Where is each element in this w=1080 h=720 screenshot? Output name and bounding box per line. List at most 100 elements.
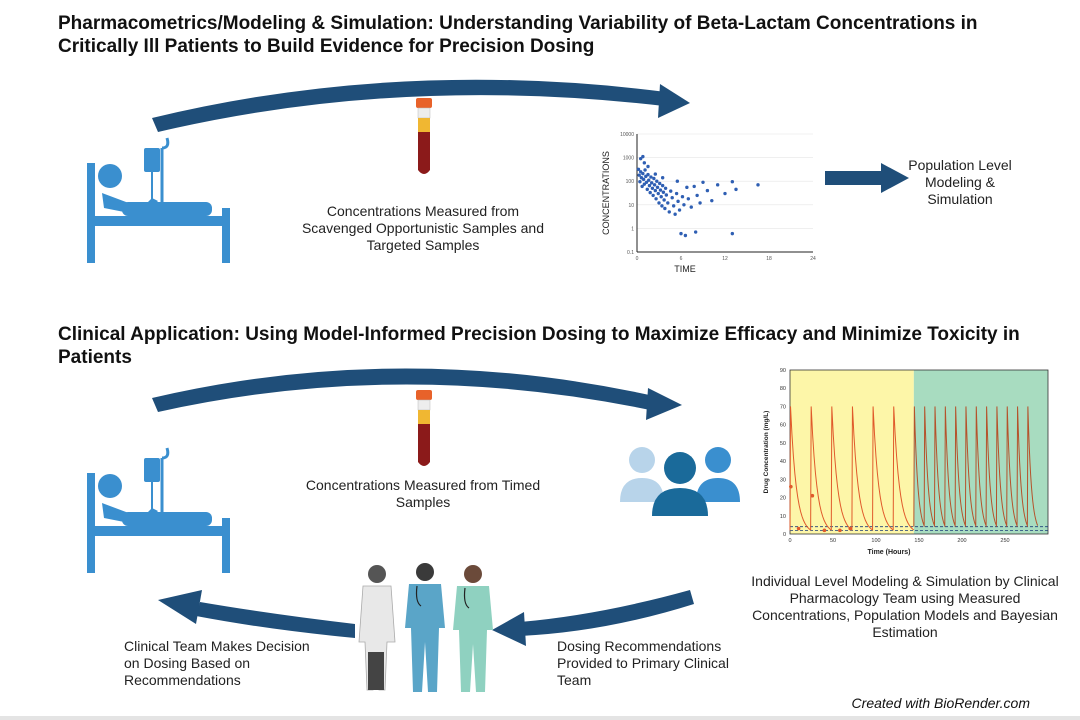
- scatter-point: [660, 176, 665, 180]
- line-ytick-label: 90: [780, 368, 786, 374]
- straight-arrow-body: [825, 171, 883, 185]
- scatter-point: [649, 175, 653, 179]
- scatter-point: [636, 167, 641, 171]
- scatter-point: [641, 154, 645, 159]
- scatter-point: [655, 185, 660, 190]
- scatter-point: [653, 172, 658, 176]
- line-xtick-label: 50: [830, 538, 836, 544]
- caption-scavenged-samples: Concentrations Measured from Scavenged O…: [301, 203, 545, 253]
- scatter-point: [658, 188, 663, 192]
- scatter-point: [675, 179, 680, 183]
- blood-tube-icon: [416, 98, 432, 174]
- scatter-point: [669, 189, 673, 193]
- line-xtick-label: 150: [914, 538, 923, 544]
- observed-concentration-point: [810, 493, 815, 498]
- scatter-point: [663, 186, 668, 191]
- curved-arrow-middle-head: [646, 388, 682, 420]
- scatter-point: [664, 193, 669, 197]
- scatter-point: [685, 185, 689, 190]
- scatter-point: [648, 190, 652, 195]
- observed-concentration-point: [822, 528, 827, 533]
- return-arrow-left-head: [158, 590, 202, 624]
- line-x-axis-label: Time (Hours): [867, 549, 910, 556]
- scatter-xtick-label: 6: [680, 256, 683, 262]
- scatter-point: [647, 183, 652, 188]
- observed-concentration-point: [838, 528, 842, 533]
- observed-concentration-point: [848, 526, 852, 531]
- scatter-point: [642, 161, 647, 165]
- line-ytick-label: 60: [780, 423, 786, 429]
- observed-concentration-point: [796, 526, 801, 531]
- scatter-xtick-label: 18: [766, 256, 772, 262]
- scatter-point: [647, 178, 651, 182]
- concentration-curve-phase1: [789, 406, 915, 531]
- scatter-point: [641, 177, 646, 182]
- patient-bed-icon: [87, 137, 230, 263]
- curved-arrow-top-head: [658, 84, 690, 118]
- scatter-point: [701, 180, 705, 184]
- scatter-point: [673, 212, 677, 216]
- patient-bed-icon-bottom: [87, 447, 230, 573]
- scatter-point: [652, 176, 656, 181]
- curved-arrow-middle-body: [152, 368, 654, 412]
- scatter-point: [689, 205, 693, 209]
- scatter-point: [660, 204, 664, 208]
- scatter-ytick-label: 10000: [620, 132, 634, 138]
- scatter-point: [680, 195, 685, 199]
- line-xtick-label: 100: [871, 538, 880, 544]
- scatter-point: [663, 206, 667, 211]
- blood-tube-icon-bottom: [416, 390, 432, 466]
- scatter-point: [705, 188, 710, 193]
- line-ytick-label: 70: [780, 404, 786, 410]
- scatter-ytick-label: 0.1: [627, 250, 634, 256]
- scatter-point: [730, 180, 735, 184]
- scatter-point: [661, 190, 666, 194]
- scatter-point: [638, 156, 643, 161]
- bottom-divider: [0, 716, 1080, 720]
- scatter-point: [667, 210, 671, 214]
- scatter-point: [652, 183, 657, 187]
- scatter-point: [710, 198, 714, 203]
- scatter-point: [646, 172, 650, 177]
- scatter-point: [682, 203, 686, 207]
- scatter-point: [653, 188, 658, 193]
- scatter-ytick-label: 1: [631, 226, 634, 232]
- scatter-point: [674, 191, 679, 196]
- scatter-ytick-label: 10: [628, 203, 634, 209]
- scatter-point: [734, 187, 738, 192]
- section-title-pharmacometrics: Pharmacometrics/Modeling & Simulation: U…: [58, 13, 978, 57]
- line-ytick-label: 80: [780, 386, 786, 392]
- line-ytick-label: 0: [783, 532, 786, 538]
- return-arrow-left-body: [196, 602, 355, 638]
- caption-dosing-recommendations: Dosing Recommendations Provided to Prima…: [557, 638, 729, 688]
- scatter-point: [676, 199, 680, 204]
- scatter-point: [670, 195, 674, 200]
- scatter-point: [666, 201, 670, 205]
- scatter-point: [640, 184, 644, 189]
- scatter-point: [645, 187, 649, 192]
- scatter-point: [656, 191, 660, 196]
- caption-population-modeling: Population Level Modeling & Simulation: [908, 157, 1012, 207]
- scatter-point: [660, 183, 665, 188]
- line-y-axis-label: Drug Concentration (mg/L): [763, 411, 770, 494]
- scatter-point: [715, 183, 720, 187]
- line-ytick-label: 40: [780, 459, 786, 465]
- caption-individual-modeling: Individual Level Modeling & Simulation b…: [751, 573, 1059, 640]
- scatter-ytick-label: 1000: [623, 156, 634, 162]
- scatter-point: [646, 164, 650, 169]
- nurse-figure-green: [453, 565, 493, 692]
- curved-arrow-top-body: [152, 79, 666, 132]
- line-ytick-label: 10: [780, 514, 786, 520]
- scatter-xtick-label: 24: [810, 256, 816, 262]
- line-ytick-label: 50: [780, 441, 786, 447]
- caption-clinical-team-decision: Clinical Team Makes Decision on Dosing B…: [124, 638, 310, 688]
- scatter-point: [641, 171, 645, 176]
- people-group-icon: [620, 447, 740, 516]
- scatter-point: [692, 184, 696, 189]
- doctor-figure: [358, 565, 396, 691]
- return-arrow-right-body: [520, 590, 694, 636]
- scatter-point: [638, 180, 642, 184]
- scatter-point: [659, 195, 663, 199]
